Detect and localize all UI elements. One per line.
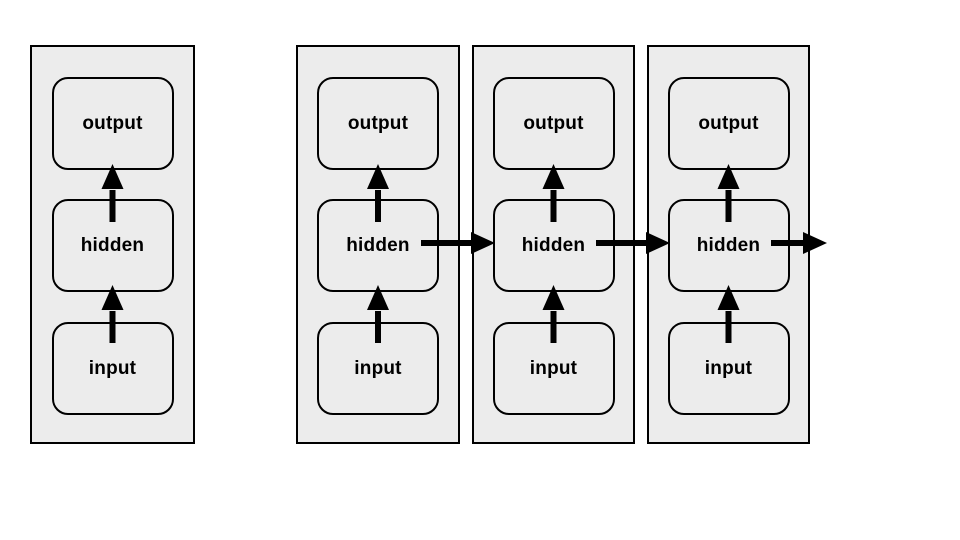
node-output: output [317, 77, 439, 170]
panel-timestep-1: output hidden input [296, 45, 460, 444]
node-output: output [667, 77, 790, 170]
node-input: input [667, 322, 790, 415]
node-hidden: hidden [492, 199, 615, 292]
node-input: input [51, 322, 174, 415]
node-input: input [492, 322, 615, 415]
panel-timestep-3: output hidden input [647, 45, 810, 444]
node-hidden: hidden [667, 199, 790, 292]
node-hidden: hidden [51, 199, 174, 292]
node-output: output [51, 77, 174, 170]
node-hidden: hidden [317, 199, 439, 292]
panel-timestep-2: output hidden input [472, 45, 635, 444]
node-input: input [317, 322, 439, 415]
node-output: output [492, 77, 615, 170]
panel-single-cell: output hidden input [30, 45, 195, 444]
